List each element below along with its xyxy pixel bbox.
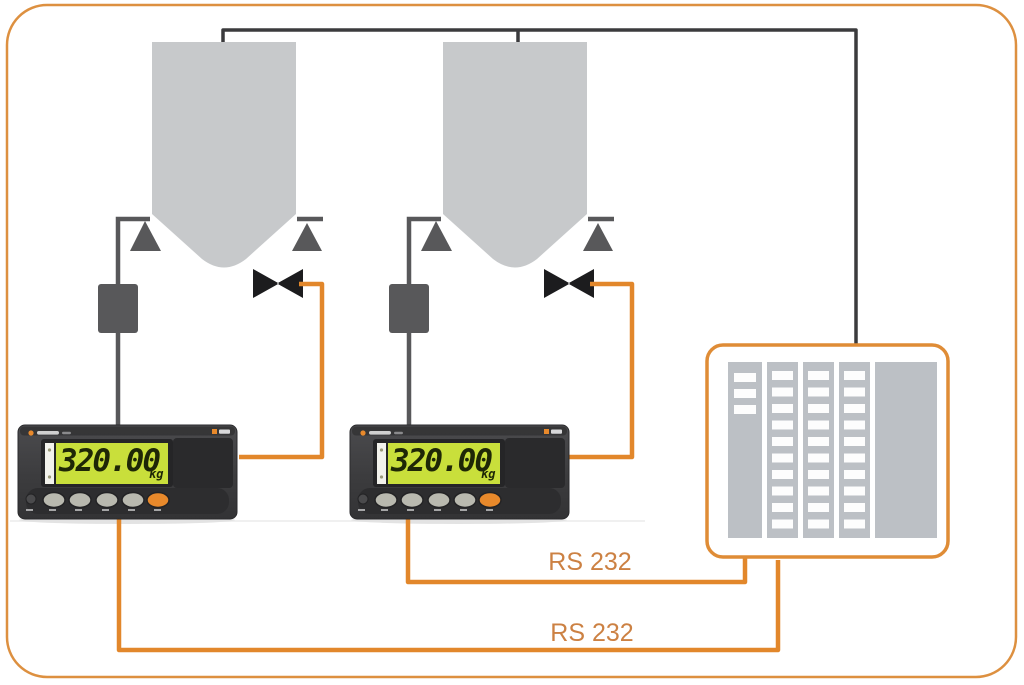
plc-io-slots [767,371,870,529]
hopper-unit-2 [389,42,614,425]
plc-slot [734,405,756,414]
hopper-to-plc-wire [221,28,858,344]
page-border [5,3,1018,679]
indicator1-weight-unit: kg [149,467,163,481]
plc-slot [734,389,756,398]
valve-control-line-1 [239,281,325,460]
rs232-label-1: RS 232 [548,548,631,576]
indicator2-weight-readout: 320.00 [390,443,492,479]
hopper-unit-1 [98,42,323,425]
plc-unit [705,343,950,559]
rs232-line-2 [116,517,781,653]
plc-slot [734,373,756,382]
valve-control-line-2 [569,281,635,460]
plc-module-blank [875,362,937,538]
plc-module-cpu [728,362,762,538]
indicator1-weight-readout: 320.00 [58,443,160,479]
rs232-line-1 [405,517,748,585]
indicator2-weight-unit: kg [481,467,495,481]
rs232-label-2: RS 232 [550,619,633,647]
